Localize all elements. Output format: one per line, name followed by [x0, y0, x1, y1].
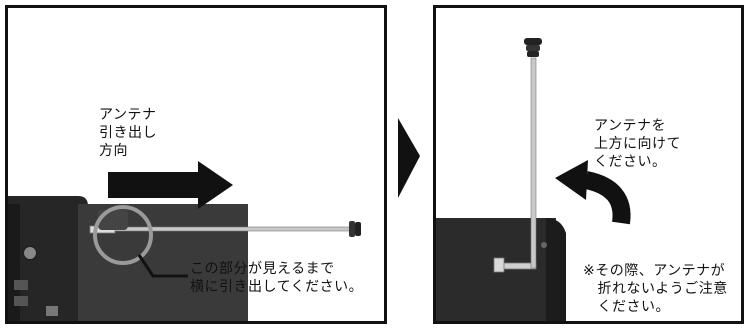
highlight-circle — [93, 205, 153, 265]
antenna-rod — [530, 57, 537, 269]
callout-label: この部分が見えるまで 横に引き出してください。 — [190, 261, 364, 295]
antenna-tip — [349, 221, 355, 237]
rotate-arrow-body — [583, 171, 631, 225]
step1-panel: アンテナ 引き出し 方向 この部分が見えるまで 横に引き出してください。 — [5, 5, 387, 324]
step2-panel: アンテナを 上方に向けて ください。 ※その際、アンテナが 折れないようご注意 … — [433, 5, 744, 324]
rotate-up-arrow-icon — [555, 160, 588, 200]
pull-direction-arrow-icon — [108, 161, 233, 209]
knob-icon — [22, 245, 38, 261]
callout-leader — [137, 254, 188, 278]
step2-illustration — [436, 38, 631, 321]
step1-illustration — [8, 161, 361, 321]
instruction-label: アンテナを 上方に向けて ください。 — [594, 118, 681, 170]
antenna-tip — [524, 38, 542, 45]
caution-label: ※その際、アンテナが 折れないようご注意 ください。 — [583, 263, 728, 315]
sd-slot-icon — [46, 306, 58, 316]
antenna-rod — [89, 226, 351, 232]
direction-label: アンテナ 引き出し 方向 — [99, 107, 157, 159]
